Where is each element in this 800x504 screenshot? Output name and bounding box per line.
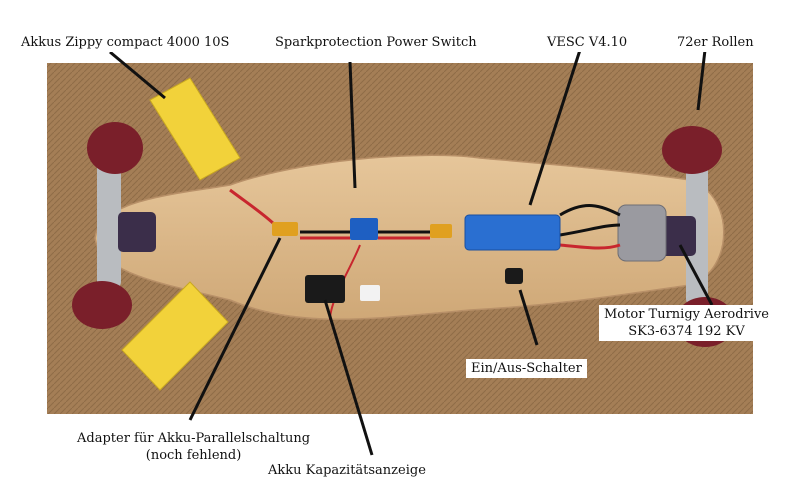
pointer-capacity bbox=[323, 299, 374, 456]
pointer-adapter bbox=[188, 237, 282, 421]
label-spark-switch: Sparkprotection Power Switch bbox=[270, 33, 482, 52]
pointer-motor bbox=[678, 244, 714, 306]
right-truck-base bbox=[660, 216, 696, 256]
on-off-switch bbox=[505, 268, 523, 284]
label-wheels: 72er Rollen bbox=[672, 33, 759, 52]
label-vesc: VESC V4.10 bbox=[542, 33, 633, 52]
white-connector bbox=[360, 285, 380, 301]
motor-phase-wire-2 bbox=[559, 204, 621, 217]
label-battery: Akkus Zippy compact 4000 10S bbox=[16, 33, 235, 52]
label-adapter: Adapter für Akku-Parallelschaltung (noch… bbox=[72, 429, 316, 465]
spark-switch-board bbox=[350, 218, 378, 240]
motor bbox=[617, 204, 667, 262]
label-capacity: Akku Kapazitätsanzeige bbox=[263, 461, 431, 480]
wheel-front-left bbox=[87, 122, 143, 174]
wire-red-top bbox=[229, 188, 277, 227]
label-motor-line1: Motor Turnigy Aerodrive bbox=[604, 307, 769, 322]
label-on-off: Ein/Aus-Schalter bbox=[466, 359, 587, 378]
wheel-front-right bbox=[662, 126, 722, 174]
pointer-battery bbox=[109, 50, 166, 100]
battery-bottom bbox=[121, 281, 229, 391]
motor-phase-wire-3 bbox=[559, 243, 621, 250]
label-motor-line2: SK3-6374 192 KV bbox=[628, 324, 745, 339]
battery-top bbox=[149, 77, 241, 181]
left-truck-axle bbox=[97, 160, 121, 288]
right-truck-axle bbox=[686, 165, 708, 305]
pointer-on-off bbox=[518, 289, 539, 346]
left-truck-base bbox=[118, 212, 156, 252]
pointer-wheels bbox=[696, 49, 707, 111]
vesc-board bbox=[464, 214, 561, 251]
pointer-vesc bbox=[528, 49, 582, 206]
pointer-spark-switch bbox=[348, 61, 357, 189]
capacity-display bbox=[305, 275, 345, 303]
xt-connector-1 bbox=[272, 222, 298, 236]
wheel-rear-left bbox=[72, 281, 132, 329]
label-motor: Motor Turnigy Aerodrive SK3-6374 192 KV bbox=[599, 305, 774, 341]
motor-phase-wire-1 bbox=[559, 223, 621, 237]
label-adapter-line1: Adapter für Akku-Parallelschaltung bbox=[77, 431, 311, 446]
label-adapter-line2: (noch fehlend) bbox=[145, 448, 242, 463]
xt-connector-2 bbox=[430, 224, 452, 238]
